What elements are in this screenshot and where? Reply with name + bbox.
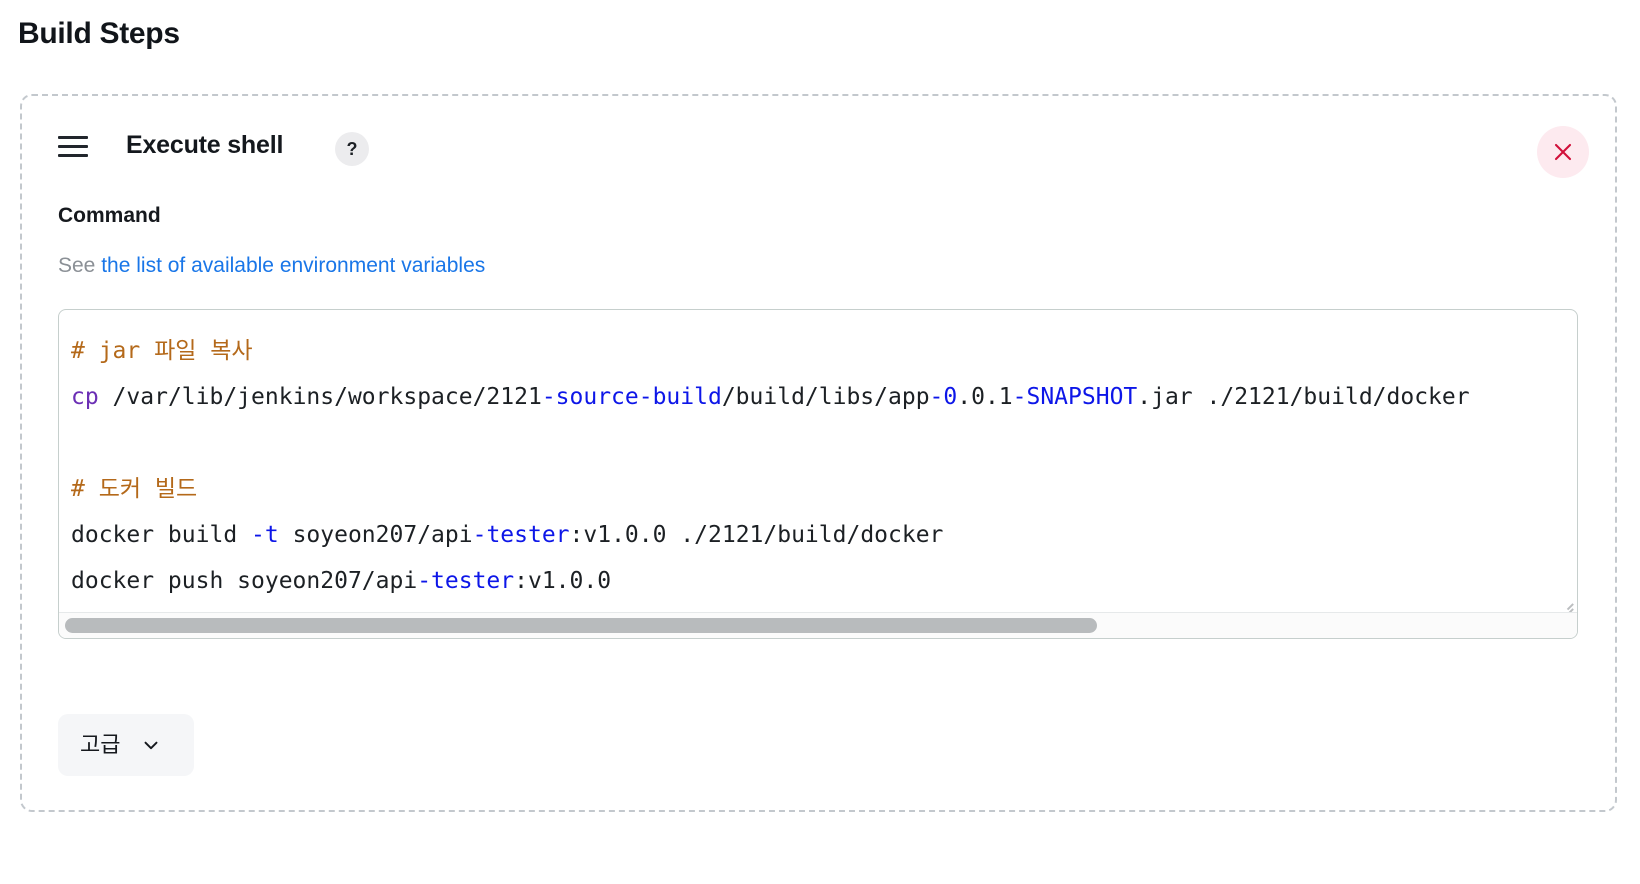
code-token: docker push soyeon207/api [71,568,418,594]
code-token: /var/lib/jenkins/workspace/2121 [98,384,542,410]
advanced-toggle-button[interactable]: 고급 [58,714,194,776]
env-variables-link[interactable]: the list of available environment variab… [101,254,486,277]
code-token: :v1.0.0 [514,568,612,594]
code-token: cp [71,384,99,410]
hamburger-bar [58,135,88,139]
code-token: # 도커 빌드 [71,476,198,502]
code-token: -t [251,522,279,548]
code-token: -source-build [541,384,722,410]
code-token: .0.1 [957,384,1013,410]
page-title: Build Steps [18,17,180,50]
build-step-panel: Execute shell ? Command See the list of … [20,94,1617,812]
build-step-title: Execute shell [126,131,284,159]
help-question-icon[interactable]: ? [335,132,369,166]
code-token: soyeon207/api [278,522,473,548]
code-token: -tester [417,568,515,594]
horizontal-scrollbar-thumb[interactable] [65,618,1097,633]
code-token: -0 [929,384,958,410]
help-prefix-text: See [58,254,96,277]
command-textarea-wrapper[interactable]: # jar 파일 복사 cp /var/lib/jenkins/workspac… [58,309,1578,639]
close-x-icon [1554,143,1572,161]
resize-grip-icon[interactable] [1558,596,1574,618]
close-button[interactable] [1537,126,1589,178]
code-token: -SNAPSHOT [1012,384,1138,410]
advanced-button-label: 고급 [80,732,121,757]
build-step-header: Execute shell ? [22,120,1615,178]
command-input[interactable]: # jar 파일 복사 cp /var/lib/jenkins/workspac… [59,310,1577,598]
code-token: /build/libs/app [721,384,930,410]
hamburger-bar [58,144,88,148]
code-token: .jar ./2121/build/docker [1137,384,1470,410]
code-token: docker build [71,522,252,548]
code-token: :v1.0.0 ./2121/build/docker [569,522,944,548]
hamburger-drag-icon[interactable] [58,132,90,160]
hamburger-bar [58,153,88,157]
code-token: # jar 파일 복사 [71,338,253,364]
chevron-down-icon [145,741,158,750]
env-variables-help-line: See the list of available environment va… [58,252,485,280]
command-label: Command [58,204,161,227]
code-token: -tester [472,522,570,548]
horizontal-scrollbar[interactable] [59,612,1577,638]
